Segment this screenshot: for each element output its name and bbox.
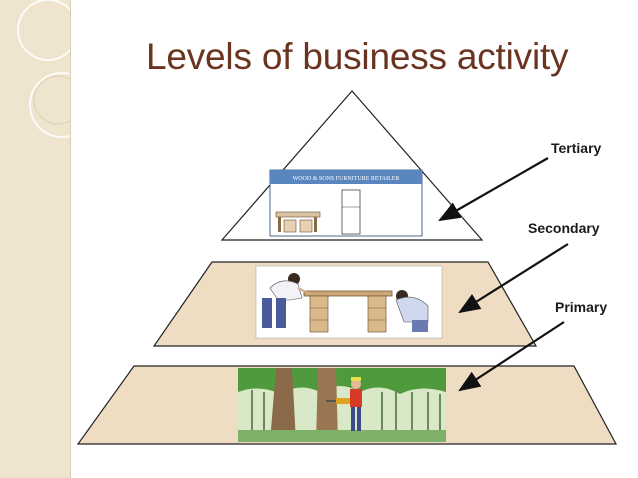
decorative-side-band — [0, 0, 71, 478]
decorative-circles — [17, 0, 70, 138]
shop-building-image: WOOD & SONS FURNITURE RETAILER — [269, 169, 423, 237]
arrow-primary — [458, 321, 565, 392]
label-tertiary: Tertiary — [551, 140, 602, 156]
workshop-image — [255, 265, 443, 339]
tier-tertiary: WOOD & SONS FURNITURE RETAILER — [220, 90, 484, 241]
arrow-secondary — [458, 243, 569, 314]
slide-title: Levels of business activity — [146, 36, 569, 77]
label-secondary: Secondary — [528, 220, 600, 236]
tier-primary — [76, 365, 618, 445]
arrow-tertiary — [438, 157, 549, 222]
label-primary: Primary — [555, 299, 608, 315]
shop-sign-text: WOOD & SONS FURNITURE RETAILER — [293, 176, 400, 182]
forest-image — [238, 368, 446, 442]
tier-secondary — [152, 261, 538, 347]
